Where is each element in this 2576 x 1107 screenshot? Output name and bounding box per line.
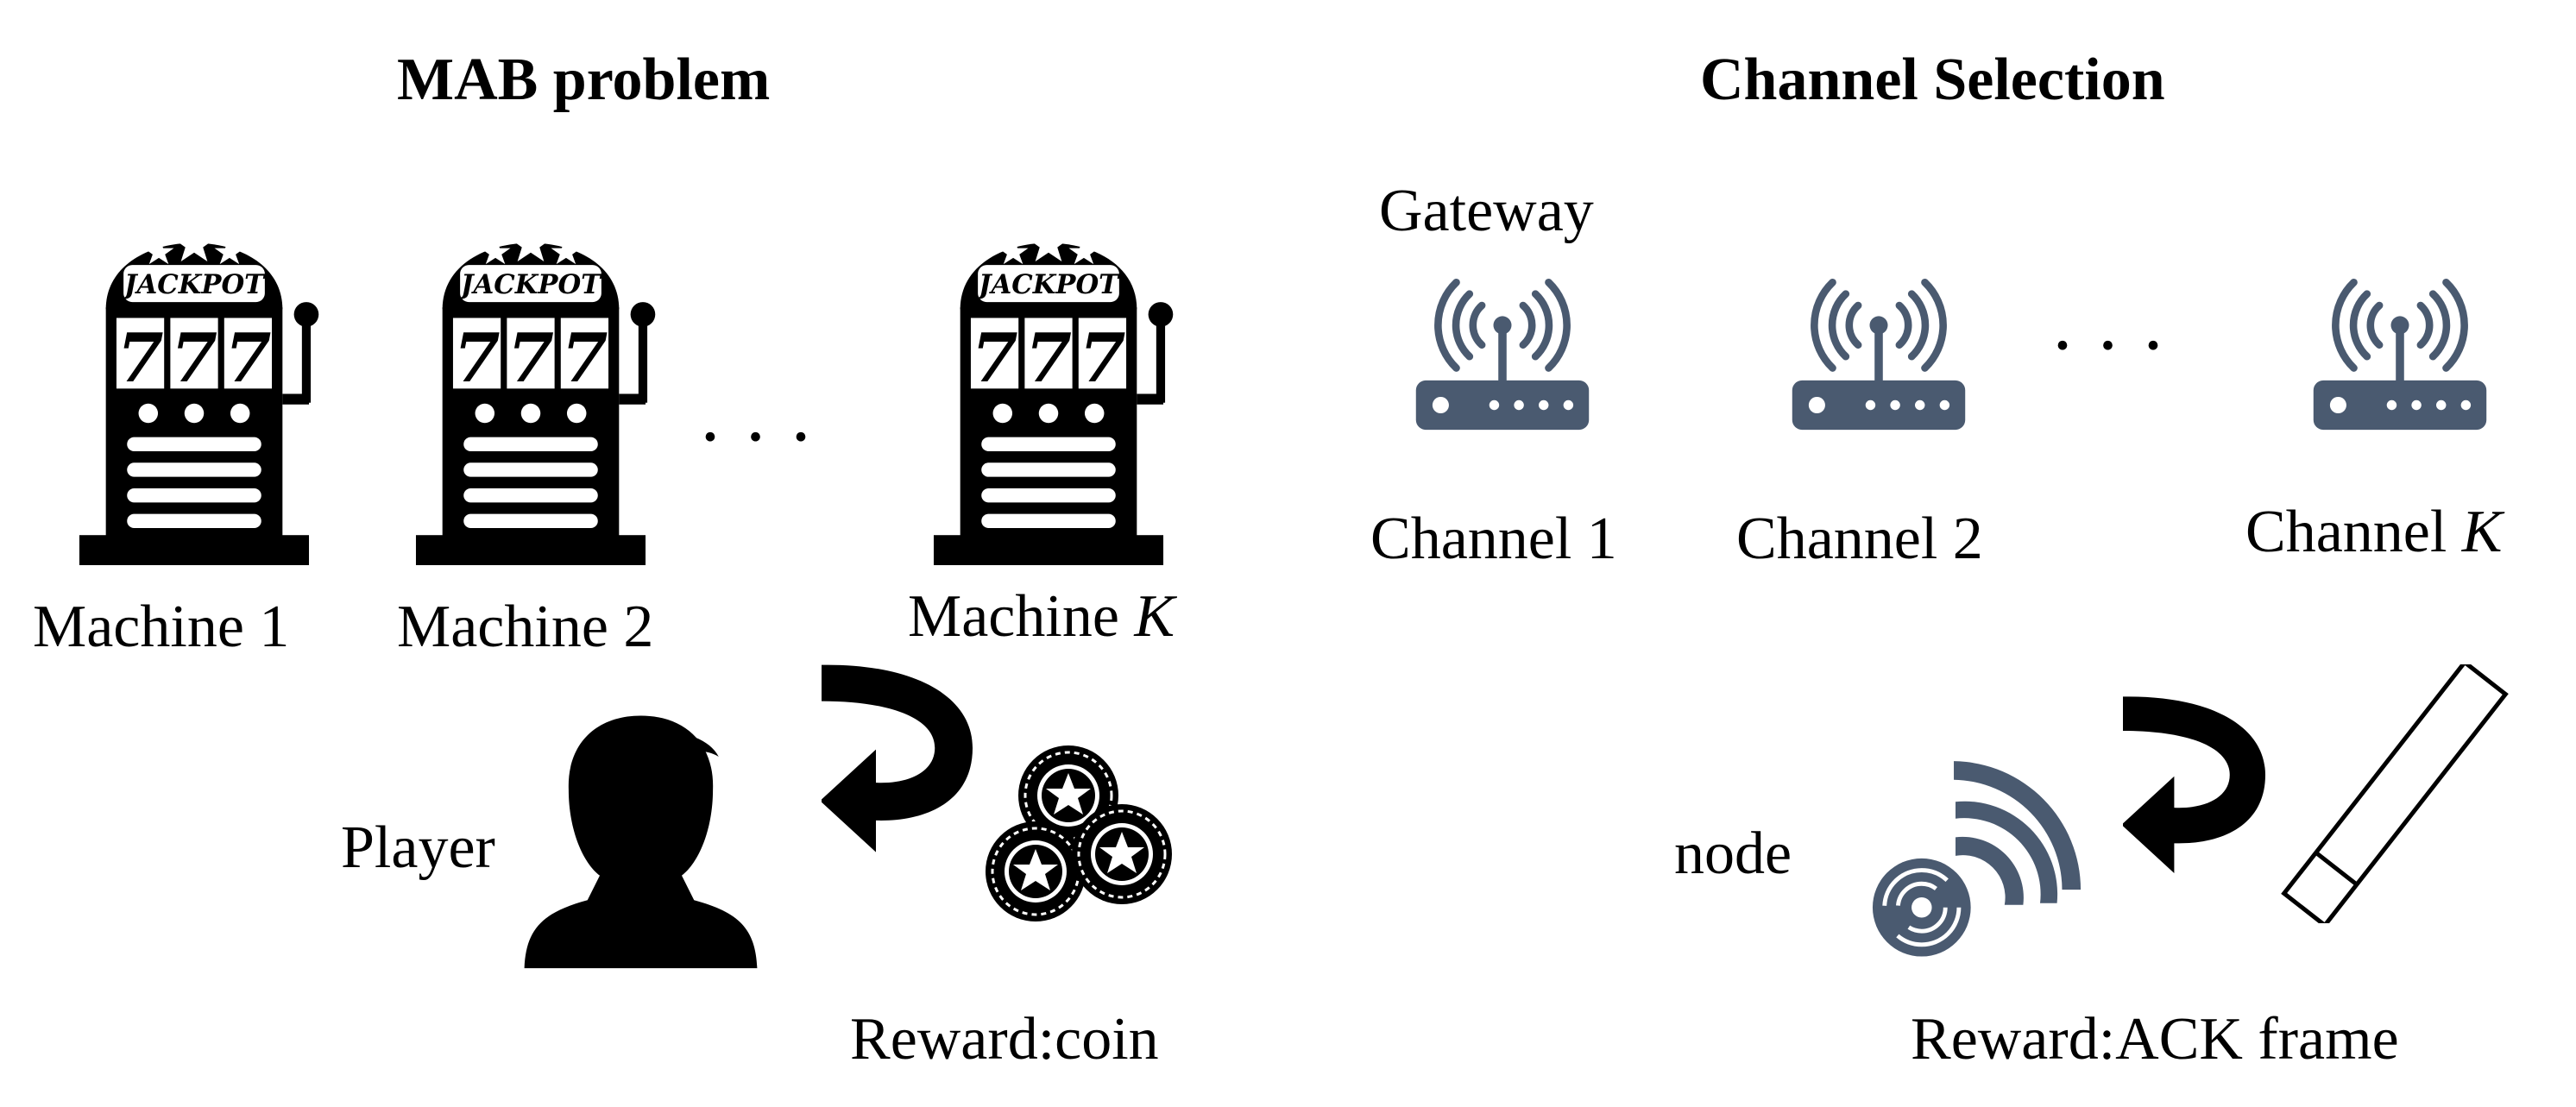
machine-1-label: Machine 1 <box>33 594 290 660</box>
curved-arrow-icon <box>822 664 973 852</box>
slot-machine-icon <box>933 224 1174 565</box>
right-ellipsis: · · · <box>2050 303 2166 388</box>
ack-frame-icon <box>2278 664 2511 923</box>
right-panel-title: Channel Selection <box>1700 47 2165 113</box>
channel-2-label: Channel 2 <box>1736 506 1983 572</box>
slot-machine-icon <box>79 224 319 565</box>
node-label: node <box>1674 821 1792 887</box>
player-label: Player <box>341 815 495 881</box>
machine-2-label: Machine 2 <box>397 594 654 660</box>
machine-k-label: Machine K <box>908 583 1175 650</box>
gateway-label: Gateway <box>1379 178 1594 244</box>
channel-1-label: Channel 1 <box>1370 506 1617 572</box>
left-panel-title: MAB problem <box>397 47 771 113</box>
left-ellipsis: · · · <box>697 394 814 480</box>
wireless-node-icon <box>1871 740 2082 965</box>
wifi-router-icon <box>1412 269 1593 450</box>
person-silhouette-icon <box>524 715 758 969</box>
channel-k-label: Channel K <box>2245 499 2503 565</box>
wifi-router-icon <box>2309 269 2491 450</box>
slot-machine-icon <box>415 224 656 565</box>
left-reward-label: Reward:coin <box>850 1006 1159 1072</box>
coin-stack-icon <box>1070 802 1174 906</box>
right-reward-label: Reward:ACK frame <box>1911 1006 2399 1072</box>
curved-arrow-icon <box>2123 696 2265 873</box>
wifi-router-icon <box>1788 269 1969 450</box>
